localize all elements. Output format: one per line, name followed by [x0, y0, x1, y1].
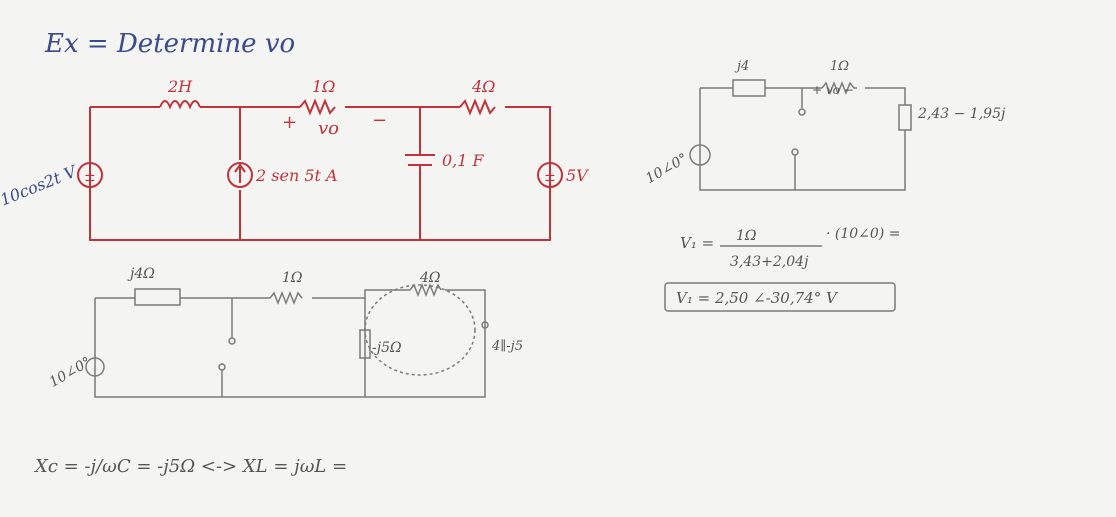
- circuit-3-wires: [699, 87, 906, 191]
- resistor-top-label-3: 1Ω: [830, 59, 849, 74]
- voltage-source-right: [537, 162, 563, 188]
- resistor-top-label-2: 1Ω: [282, 270, 303, 286]
- v1-numerator: 1Ω: [736, 228, 757, 244]
- source-voltage-label: 10cos2t V: [0, 161, 80, 209]
- vo-minus: −: [372, 110, 387, 131]
- equivalent-impedance-label: 2,43 − 1,95j: [917, 106, 1006, 122]
- inductor-label: 2H: [167, 77, 193, 96]
- vo-label: vo: [318, 118, 339, 139]
- current-source: [227, 162, 253, 188]
- resistor-1ohm: [299, 98, 336, 116]
- inductor-impedance-label-3: j4: [734, 59, 749, 74]
- source-2-label: 10∠0°: [47, 354, 94, 391]
- voltage-source-right-label: 5V: [566, 166, 589, 185]
- result-box: [664, 282, 896, 312]
- voltage-source-left: [77, 162, 103, 188]
- capacitor-label: 0,1 F: [442, 151, 485, 170]
- capacitor-impedance-label: -j5Ω: [372, 340, 402, 356]
- resistor-1ohm-3: [821, 80, 857, 96]
- source-3-label: 10∠0°: [643, 151, 690, 188]
- circuit-3: [689, 79, 912, 191]
- source-2: [85, 357, 105, 377]
- vo-label-3: + vo −: [812, 83, 854, 97]
- capacitor-0-1f: [405, 154, 435, 166]
- v1-denominator: 3,43+2,04j: [730, 254, 809, 270]
- inductor-impedance-label: j4Ω: [127, 266, 155, 282]
- resistor-top-label: 1Ω: [312, 77, 335, 96]
- xc-formula: Xc = -j/ωC = -j5Ω <-> XL = jωL =: [33, 456, 347, 477]
- plus-minus-icon: ±: [544, 169, 556, 185]
- current-arrow-icon: [234, 163, 246, 183]
- parallel-circle: [364, 284, 476, 376]
- resistor-right-label-2: 4Ω: [419, 270, 441, 286]
- resistor-1ohm: [269, 290, 303, 306]
- inductor-2h: [159, 100, 201, 110]
- resistor-4ohm: [409, 282, 442, 298]
- resistor-right-label: 4Ω: [471, 77, 495, 96]
- page-title: Ex = Determine vo: [44, 29, 295, 59]
- circuit-2: [85, 282, 489, 398]
- vo-plus: +: [282, 112, 297, 133]
- v1-tail: · (10∠0) =: [826, 226, 900, 242]
- result-text: V₁ = 2,50 ∠-30,74° V: [676, 289, 839, 307]
- source-3: [689, 144, 711, 166]
- resistor-4ohm: [459, 98, 496, 116]
- inductor-j4-box-3: [732, 79, 766, 97]
- impedance-box: [898, 104, 912, 131]
- plus-minus-icon: ±: [84, 169, 96, 185]
- v1-lhs: V₁ =: [680, 234, 714, 252]
- circuit-1: [77, 98, 563, 241]
- current-source-label: 2 sen 5t A: [255, 166, 338, 185]
- circuit-1-wires: [89, 106, 551, 241]
- circuit-2-wires: [94, 289, 486, 398]
- inductor-j4-box: [134, 288, 181, 306]
- equivalent-label: 4∥-j5: [491, 339, 523, 354]
